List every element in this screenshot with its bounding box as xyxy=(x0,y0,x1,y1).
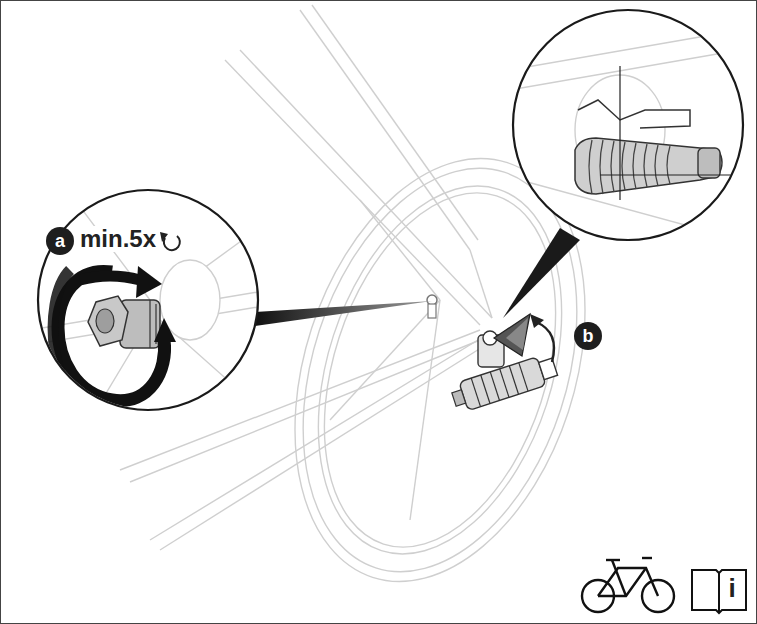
manual-icon xyxy=(692,570,746,613)
callout-letter: a xyxy=(55,232,65,250)
valve-stem xyxy=(427,295,437,318)
zoom-circle-nut xyxy=(30,180,270,420)
callout-circle: a xyxy=(46,227,74,255)
bicycle-icon xyxy=(582,558,674,612)
zoom-pointer xyxy=(503,228,580,318)
callout-circle: b xyxy=(574,322,602,350)
callout-letter: b xyxy=(583,327,594,345)
repeat-count: min.5x xyxy=(78,226,158,252)
pump-head xyxy=(449,314,559,414)
info-letter: i xyxy=(728,574,735,603)
zoom-circle-valve xyxy=(510,10,743,240)
zoom-pointer xyxy=(255,301,432,326)
